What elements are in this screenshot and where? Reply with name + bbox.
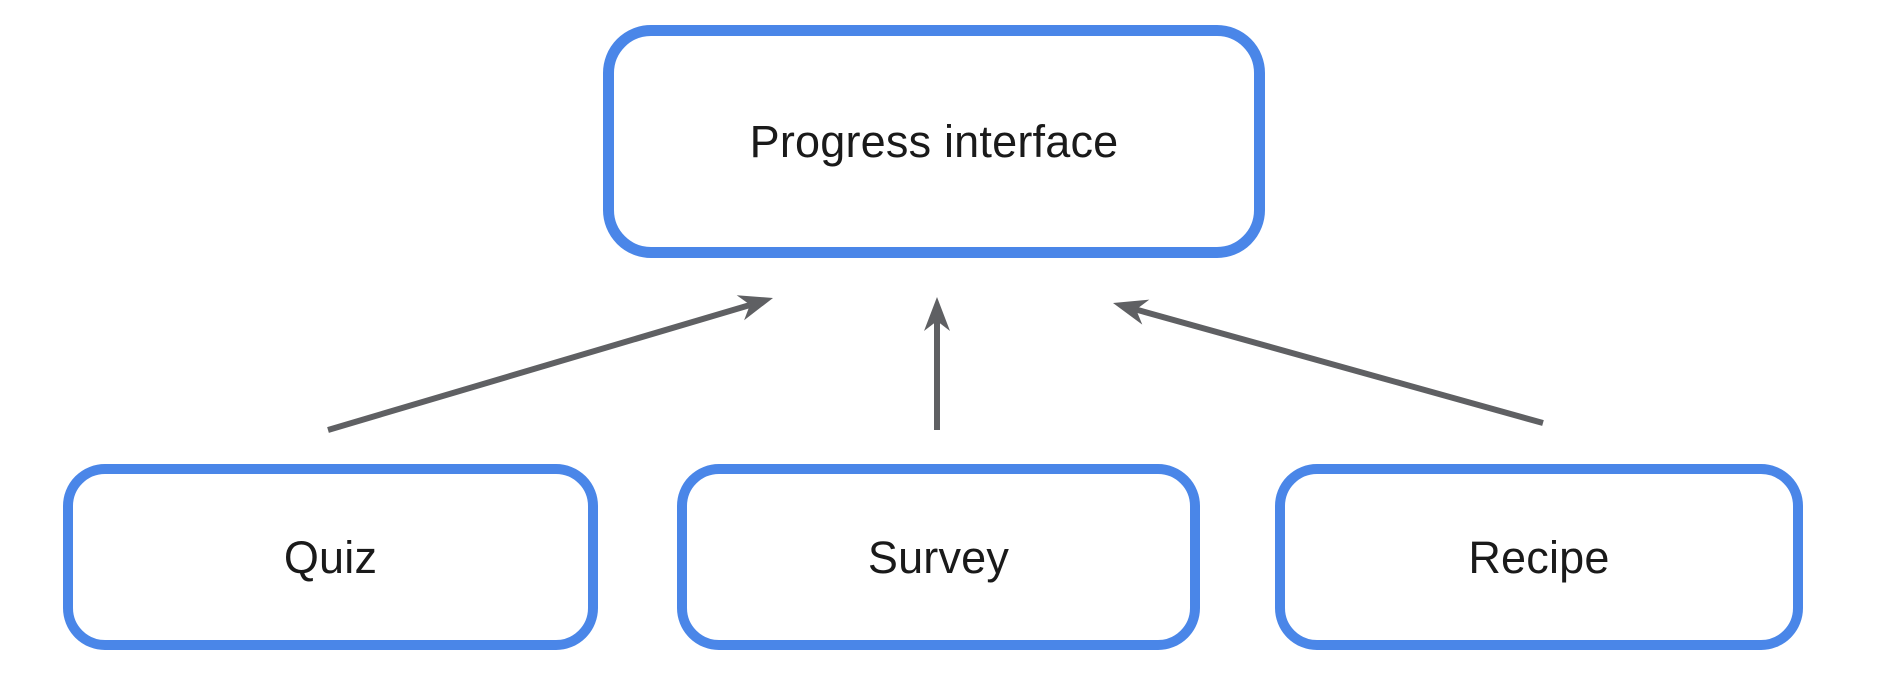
arrow-quiz-to-progress [327,295,773,433]
arrow-recipe-to-progress [1113,299,1544,426]
node-progress-interface: Progress interface [603,25,1265,258]
node-survey-label: Survey [867,531,1010,583]
node-quiz: Quiz [63,464,598,650]
node-recipe: Recipe [1275,464,1803,650]
node-quiz-label: Quiz [283,531,378,583]
arrow-survey-to-progress [924,297,950,430]
node-survey: Survey [677,464,1200,650]
node-progress-interface-label: Progress interface [749,116,1119,167]
node-recipe-label: Recipe [1468,531,1610,583]
